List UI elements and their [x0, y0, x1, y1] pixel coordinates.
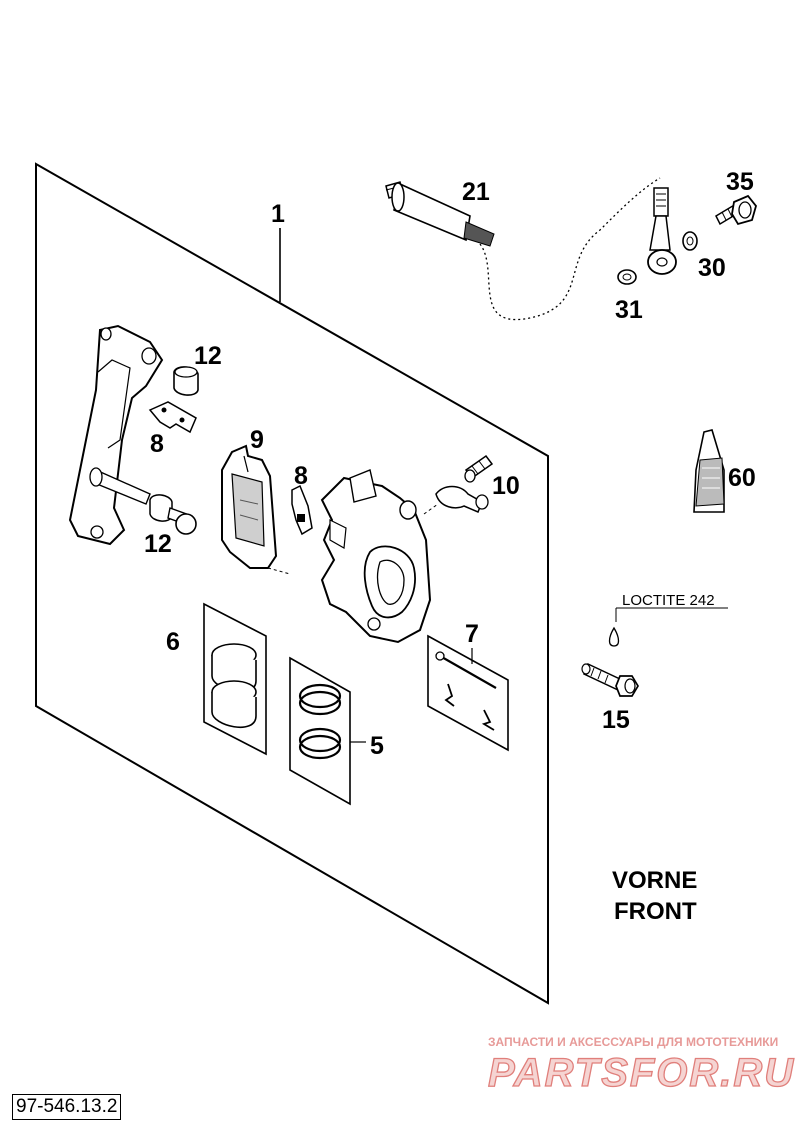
watermark-tagline: ЗАПЧАСТИ И АКСЕССУАРЫ ДЛЯ МОТОТЕХНИКИ: [488, 1035, 778, 1049]
callout-8-top: 8: [150, 430, 164, 458]
pad-spring-8-right: [291, 484, 313, 536]
brake-pads-part: [221, 444, 278, 569]
callout-30: 30: [698, 254, 726, 282]
washer-30: [682, 231, 698, 251]
callout-12-top: 12: [194, 342, 222, 370]
callout-21: 21: [462, 178, 490, 206]
pin-kit-panel: [427, 634, 509, 752]
caliper-bolt-15: [581, 662, 639, 697]
washer-31: [617, 269, 637, 285]
seal-rings-part: [298, 683, 342, 760]
slide-pin-12-bottom: [149, 494, 197, 535]
rubber-boot-12-top: [173, 366, 199, 396]
banjo-fitting-part: [647, 187, 677, 275]
callout-5: 5: [370, 732, 384, 760]
leader-caliper: [423, 503, 439, 515]
callout-6: 6: [166, 628, 180, 656]
bleeder-valve-part: [435, 454, 494, 513]
loctite-drop-icon: [608, 626, 620, 647]
fluid-tube-part: [693, 429, 725, 513]
caliper-bracket-part: [68, 324, 164, 546]
callout-12-bottom: 12: [144, 530, 172, 558]
leader-9: [267, 567, 291, 575]
callout-35: 35: [726, 168, 754, 196]
callout-1: 1: [271, 200, 285, 228]
loctite-label: LOCTITE 242: [622, 592, 715, 609]
banjo-bolt-35: [715, 194, 757, 226]
direction-label-line1: VORNE: [612, 867, 697, 894]
callout-15: 15: [602, 706, 630, 734]
document-id: 97-546.13.2: [12, 1094, 122, 1120]
watermark-brand: PARTSFOR.RU: [488, 1051, 795, 1095]
pins-part: [435, 651, 497, 731]
callout-60: 60: [728, 464, 756, 492]
callout-10: 10: [492, 472, 520, 500]
pistons-part: [211, 643, 257, 728]
callout-31: 31: [615, 296, 643, 324]
callout-9: 9: [250, 426, 264, 454]
assembly-panel: [35, 162, 549, 1005]
caliper-body-part: [320, 469, 432, 644]
direction-label-line2: FRONT: [614, 898, 697, 925]
callout-8-right: 8: [294, 462, 308, 490]
callout-7: 7: [465, 620, 479, 648]
pad-spring-8-top: [148, 401, 197, 434]
brake-hose-part: [385, 177, 661, 321]
